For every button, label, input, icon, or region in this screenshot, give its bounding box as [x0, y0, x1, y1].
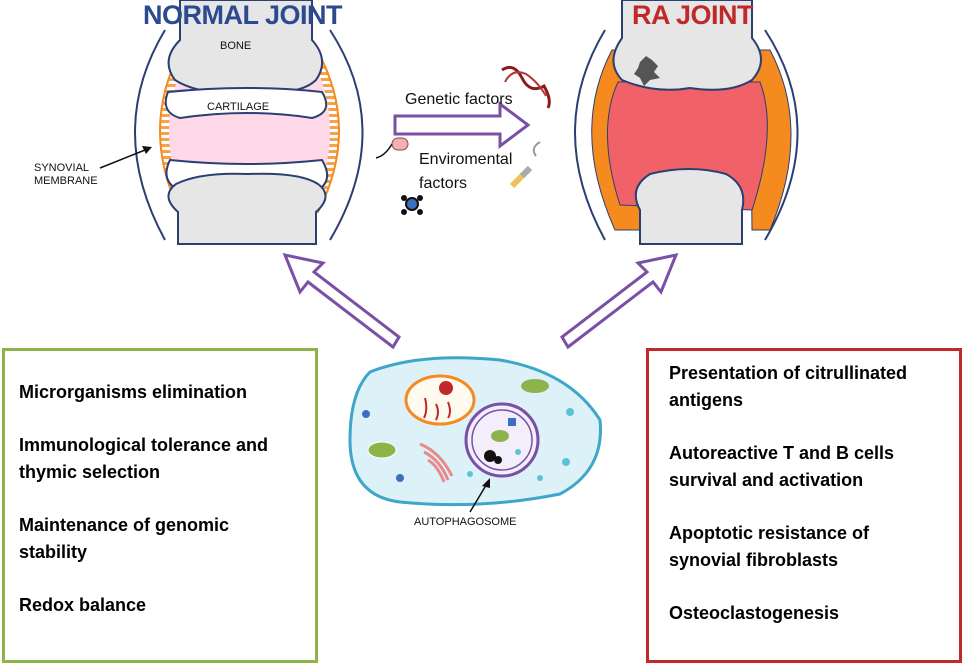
bacteria-icon — [375, 137, 409, 159]
normal-item-3: Maintenance of genomic stability — [19, 515, 230, 562]
mitochondrion-2 — [521, 379, 549, 393]
ra-item-4: Osteoclastogenesis — [669, 603, 840, 623]
ra-item-1: Presentation of citrullinated antigens — [669, 363, 908, 410]
ra-bone-bottom — [634, 168, 745, 245]
cartilage-label: CARTILAGE — [207, 101, 270, 113]
dna-icon — [501, 65, 551, 109]
ra-capsule-left — [574, 29, 606, 241]
normal-capsule-left — [134, 29, 166, 241]
environmental-factors-label: Enviromental factors — [419, 151, 513, 192]
arrow-to-ra — [560, 252, 679, 350]
ra-functions-box: Presentation of citrullinated antigens A… — [646, 348, 962, 663]
normal-joint-title: NORMAL JOINT — [143, 0, 343, 30]
normal-bone-bottom — [167, 172, 327, 245]
normal-capsule-right — [329, 29, 364, 241]
golgi — [419, 442, 454, 483]
cigarette-icon — [509, 141, 541, 189]
normal-item-1: Microrganisms elimination — [19, 382, 248, 402]
autophagosome-label: AUTOPHAGOSOME — [414, 516, 517, 528]
factors-arrow — [393, 101, 531, 149]
ra-item-3: Apoptotic resistance of synovial fibrobl… — [669, 523, 870, 570]
ra-item-2: Autoreactive T and B cells survival and … — [669, 443, 895, 490]
synovial-membrane-label: SYNOVIAL MEMBRANE — [34, 162, 98, 187]
virus-icon — [401, 195, 423, 215]
genetic-factors-label: Genetic factors — [405, 91, 513, 108]
normal-cartilage-top — [164, 87, 328, 120]
nucleus — [404, 374, 476, 426]
membrane-pointer — [99, 147, 151, 169]
bone-label: BONE — [220, 40, 252, 52]
arrow-to-normal — [282, 252, 401, 350]
normal-item-2: Immunological tolerance and thymic selec… — [19, 435, 269, 482]
bone-erosion — [634, 56, 660, 86]
mitochondrion — [367, 441, 397, 459]
normal-joint — [99, 0, 364, 245]
ra-joint — [574, 0, 799, 245]
normal-functions-box: Microrganisms elimination Immunological … — [2, 348, 318, 663]
cell — [348, 356, 602, 513]
ra-joint-title: RA JOINT — [632, 0, 754, 30]
ra-capsule-right — [764, 29, 799, 241]
normal-item-4: Redox balance — [19, 595, 147, 615]
